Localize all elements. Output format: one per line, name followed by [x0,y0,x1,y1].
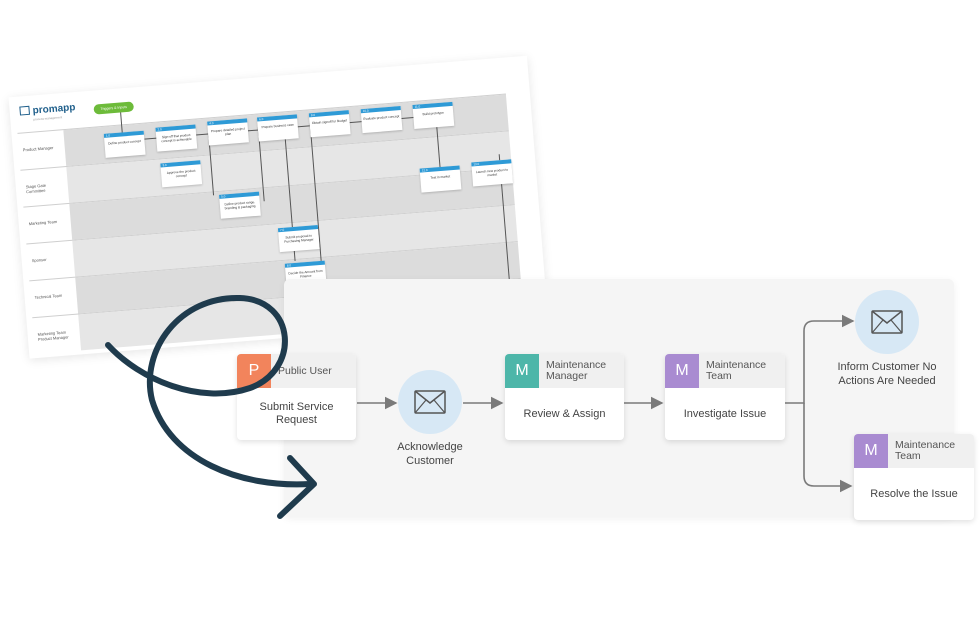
role-label: Maintenance Team [706,359,767,382]
role-badge: M [854,434,888,468]
acknowledge-node[interactable] [398,370,462,434]
resolve-card[interactable]: M Maintenance Team Resolve the Issue [854,434,974,520]
inform-node[interactable] [855,290,919,354]
role-badge: M [665,354,699,388]
task-label: Review & Assign [523,407,606,420]
role-label: Maintenance Team [895,439,956,462]
arrow-investigate-to-resolve [803,403,853,493]
task-label: Investigate Issue [683,407,767,420]
public-user-card[interactable]: P Public User Submit Service Request [237,354,356,440]
arrow-investigate-to-inform [785,314,855,404]
task-label: Submit Service Request [259,401,334,426]
inform-label: Inform Customer No Actions Are Needed [837,361,937,387]
maintenance-manager-card[interactable]: M Maintenance Manager Review & Assign [505,354,624,440]
task-label: Resolve the Issue [870,487,958,500]
maintenance-team-card[interactable]: M Maintenance Team Investigate Issue [665,354,785,440]
role-badge: M [505,354,539,388]
role-label: Maintenance Manager [546,359,607,382]
acknowledge-label: Acknowledge Customer [397,441,463,467]
envelope-icon [871,310,903,334]
envelope-icon [414,390,446,414]
role-label: Public User [278,364,332,377]
